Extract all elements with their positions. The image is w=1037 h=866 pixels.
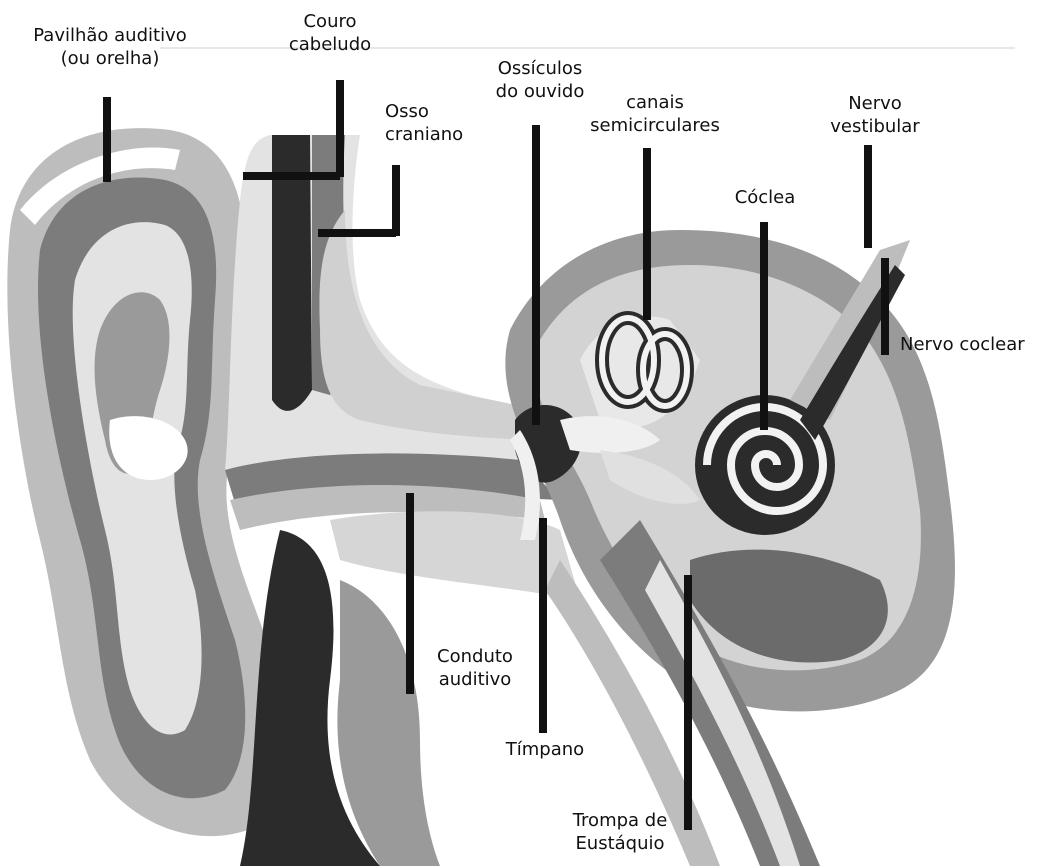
label-couro-line2: cabeludo (270, 33, 390, 56)
label-conduto-auditivo: Conduto auditivo (415, 645, 535, 691)
label-trompa-line2: Eustáquio (555, 832, 685, 855)
label-timpano-text: Tímpano (485, 738, 605, 761)
label-canais-line1: canais (575, 91, 735, 114)
label-conduto-line1: Conduto (415, 645, 535, 668)
label-couro-line1: Couro (270, 10, 390, 33)
label-nervo-vestibular-line1: Nervo (805, 92, 945, 115)
label-coclea-text: Cóclea (705, 186, 825, 209)
label-trompa-line1: Trompa de (555, 809, 685, 832)
label-coclea: Cóclea (705, 186, 825, 209)
label-nervo-coclear-text: Nervo coclear (900, 333, 1025, 356)
label-canais-line2: semicirculares (575, 114, 735, 137)
label-timpano: Tímpano (485, 738, 605, 761)
label-osso-line2: craniano (385, 123, 463, 146)
label-nervo-vestibular-line2: vestibular (805, 115, 945, 138)
label-pavilhao-line2: (ou orelha) (5, 47, 215, 70)
label-osso-craniano: Osso craniano (385, 100, 463, 146)
label-pavilhao-auditivo: Pavilhão auditivo (ou orelha) (5, 24, 215, 70)
label-trompa-de-eustaquio: Trompa de Eustáquio (555, 809, 685, 855)
label-nervo-coclear: Nervo coclear (900, 333, 1025, 356)
label-couro-cabeludo: Couro cabeludo (270, 10, 390, 56)
label-pavilhao-line1: Pavilhão auditivo (5, 24, 215, 47)
label-canais-semicirculares: canais semicirculares (575, 91, 735, 137)
label-ossiculos-line1: Ossículos (470, 57, 610, 80)
label-nervo-vestibular: Nervo vestibular (805, 92, 945, 138)
label-osso-line1: Osso (385, 100, 463, 123)
label-conduto-line2: auditivo (415, 668, 535, 691)
